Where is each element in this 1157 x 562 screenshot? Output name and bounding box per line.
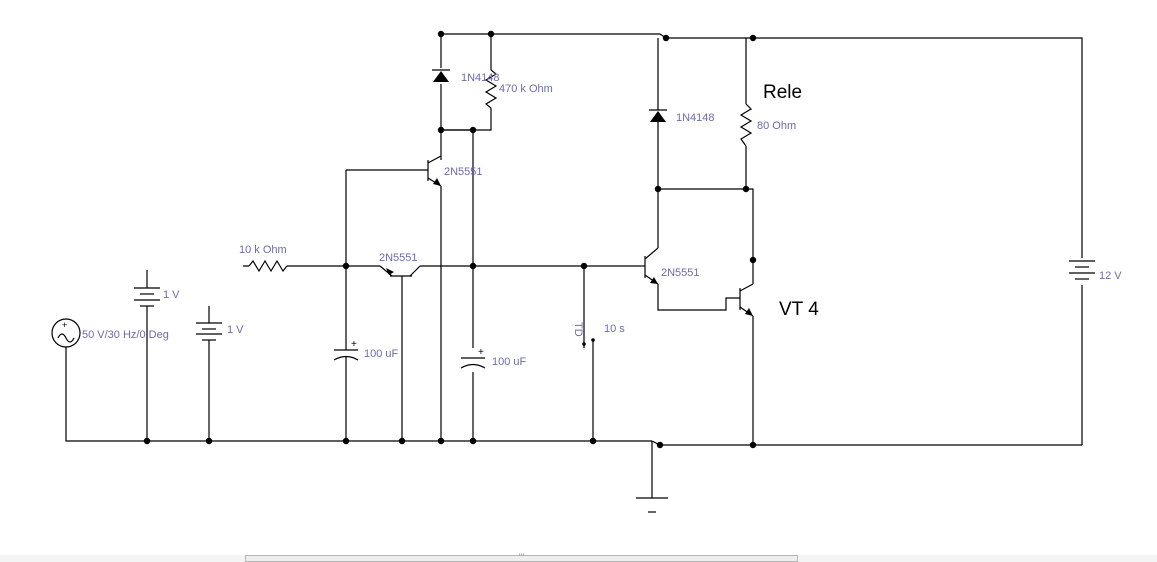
resistor-80-symbol [739,103,753,147]
relay-title: Rele [763,82,802,103]
ground-symbol [636,497,668,513]
diode-1-symbol [432,69,450,82]
battery-12v-label: 12 V [1099,270,1122,282]
resistor-470k-symbol [484,69,498,109]
battery-2-symbol [196,322,222,341]
transistor-top-symbol [427,155,442,187]
battery-1-symbol [134,287,160,307]
horizontal-scrollbar[interactable]: ''' [245,553,798,562]
svg-text:+: + [351,339,357,350]
battery-12v-symbol [1069,260,1095,280]
transistor-mid-symbol [379,265,421,282]
transistor-right-symbol [640,247,659,285]
diode-1-label: 1N4148 [461,72,500,84]
timed-switch-symbol [582,322,595,348]
junctions [143,30,757,449]
svg-text:+: + [62,320,67,330]
wires [65,33,1083,498]
diode-2-label: 1N4148 [676,112,715,124]
capacitor-1-label: 100 uF [364,348,399,360]
transistor-top-label: 2N5551 [444,166,483,178]
switch-tag-label: TD [572,322,584,337]
transistor-right-label: 2N5551 [661,267,700,279]
relay-resistor-label: 80 Ohm [757,120,796,132]
scrollbar-grip[interactable]: ''' [519,553,524,560]
resistor-10k-symbol [248,259,288,273]
capacitor-2-symbol: + [460,347,486,369]
transistor-mid-label: 2N5551 [379,252,418,264]
svg-text:+: + [478,347,484,358]
switch-time-label: 10 s [604,323,625,335]
transistor-vt4-symbol [739,283,754,317]
vt4-label: VT 4 [779,299,819,320]
resistor-470k-label: 470 k Ohm [499,83,553,95]
ac-source-symbol: + [51,318,81,348]
capacitor-1-symbol: + [333,339,359,361]
resistor-10k-label: 10 k Ohm [239,244,287,256]
diode-2-symbol [649,109,667,122]
capacitor-2-label: 100 uF [492,356,527,368]
battery-1-label: 1 V [163,289,180,301]
battery-2-label: 1 V [227,324,244,336]
ac-source-label: 50 V/30 Hz/0 Deg [82,329,169,341]
